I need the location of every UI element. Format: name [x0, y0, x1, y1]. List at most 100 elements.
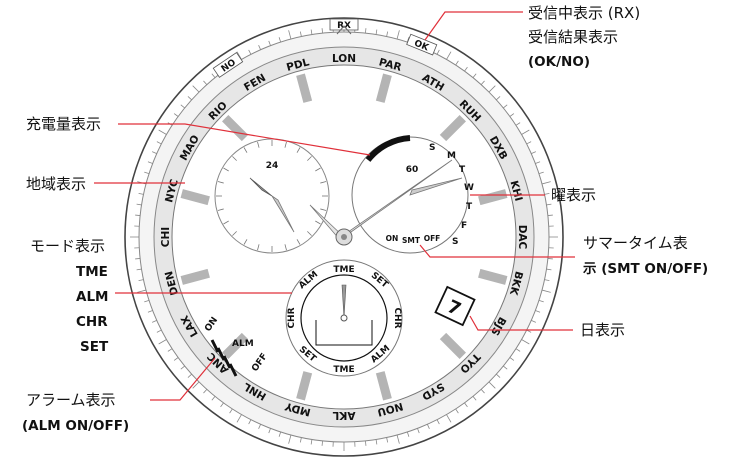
bezel-tick — [446, 414, 452, 423]
bezel-tick — [503, 104, 508, 109]
bezel-tick — [496, 373, 501, 378]
bezel-tick — [138, 279, 144, 282]
bezel-tick — [248, 49, 252, 55]
weekday-s1: S — [429, 143, 435, 153]
bezel-tick — [406, 431, 410, 437]
bezel-tick — [488, 85, 496, 93]
subdial-tick — [257, 141, 260, 148]
subdial-tick — [223, 220, 229, 225]
bezel-tick — [546, 203, 552, 206]
bezel-tick — [535, 161, 541, 164]
bezel-tick — [455, 408, 459, 414]
callout-rx-3: (OK/NO) — [528, 54, 590, 70]
bezel-tick — [258, 44, 261, 50]
bezel-tick — [515, 348, 521, 352]
hour-index — [222, 332, 249, 359]
bezel-tick — [236, 51, 242, 60]
mode-chr-right: CHR — [392, 307, 402, 328]
bezel-tick — [158, 339, 167, 345]
bezel-tick — [156, 141, 162, 145]
callout-weekday: 曜表示 — [551, 186, 596, 204]
bezel-tick — [203, 80, 208, 85]
leader-lines — [94, 11, 575, 401]
hour-index — [478, 268, 508, 285]
bezel-tick — [464, 402, 468, 408]
bezel-tick — [299, 31, 302, 37]
bezel-tick — [480, 80, 485, 85]
bezel-tick — [417, 428, 420, 434]
subdial-tick — [320, 181, 327, 184]
callout-labels: 受信中表示 (RX) 受信結果表示 (OK/NO) 充電量表示 地域表示 モード… — [22, 4, 708, 434]
weekday-f: F — [461, 221, 467, 231]
smt-label: SMT — [402, 236, 421, 245]
mode-tme-bottom: TME — [333, 365, 354, 375]
callout-rx-1: 受信中表示 (RX) — [528, 4, 640, 22]
bezel-tick — [258, 424, 261, 430]
hour-indices — [180, 73, 508, 401]
subdial-tick — [307, 156, 312, 161]
weekday-m: M — [447, 151, 456, 161]
bezel-tick — [541, 181, 551, 185]
bezel-tick — [436, 49, 440, 55]
bezel-tick — [211, 396, 216, 401]
bezel-tick — [278, 37, 282, 43]
subdial-tick — [217, 181, 224, 184]
hour-index — [439, 115, 466, 142]
bezel-tick — [544, 192, 550, 195]
subdial-weekday: 60 S M T W T F S ON SMT OFF — [351, 135, 474, 254]
callout-alarm-1: アラーム表示 — [26, 391, 116, 409]
bezel-tick — [427, 424, 430, 430]
bezel-tick — [187, 373, 192, 378]
bezel-tick — [375, 439, 378, 445]
subdial-tick — [296, 239, 301, 245]
subdial-tick — [307, 231, 312, 236]
bezel-tick — [151, 320, 157, 323]
bezel-tick — [167, 348, 173, 352]
bezel-tick — [310, 29, 313, 35]
hour-index — [439, 332, 466, 359]
bezel-tick — [299, 437, 302, 443]
subdial-tick — [232, 231, 237, 236]
bezel-tick — [538, 299, 544, 303]
weekday-hand — [409, 177, 463, 196]
alarm-label: ALM — [232, 339, 254, 349]
no-window: NO — [212, 52, 244, 78]
subdial-tick — [243, 147, 248, 153]
bezel-tick — [187, 96, 192, 101]
subdial-tick — [232, 156, 237, 161]
hour-index — [296, 371, 313, 401]
bezel-tick — [488, 381, 496, 389]
subdial-tick — [243, 239, 248, 245]
subdial-24h: 24 — [214, 138, 330, 254]
bezel-tick — [268, 40, 271, 46]
bezel-tick — [480, 389, 485, 394]
bezel-tick — [526, 141, 532, 145]
city-khi: KHI — [507, 179, 524, 202]
bezel-tick — [535, 310, 541, 313]
bezel-tick — [310, 439, 313, 445]
bezel-tick — [147, 310, 153, 313]
bezel-tick — [386, 31, 389, 37]
bezel-tick — [137, 289, 147, 293]
bezel-tick — [386, 437, 389, 443]
city-lon: LON — [332, 53, 356, 65]
bezel-tick — [147, 161, 153, 164]
city-pdl: PDL — [285, 56, 311, 74]
hour-index — [375, 371, 392, 401]
bezel-tick — [173, 113, 179, 117]
subdial-mode: TME SET CHR ALM TME SET CHR ALM — [285, 259, 403, 377]
rx-window: RX — [329, 18, 359, 35]
bezel-tick — [472, 396, 477, 401]
bezel-tick — [321, 28, 323, 34]
bezel-tick — [180, 365, 185, 370]
callout-charge: 充電量表示 — [26, 115, 101, 133]
subdial-tick — [320, 208, 327, 211]
bezel-tick — [144, 171, 150, 175]
leader-rx — [424, 11, 523, 41]
bezel-tick — [158, 129, 167, 135]
callout-mode-tme: TME — [76, 264, 108, 280]
bezel-tick — [136, 268, 142, 271]
city-par: PAR — [377, 56, 402, 74]
bezel-tick — [192, 381, 200, 389]
